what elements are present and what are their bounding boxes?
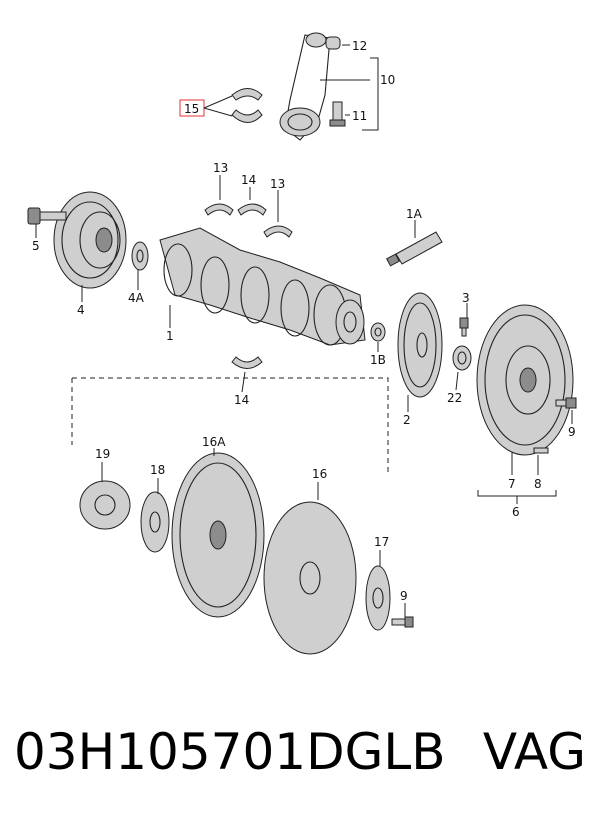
label-7: 7 [508,477,516,491]
main-bearing-shell-lower [231,356,263,369]
label-5: 5 [32,239,40,253]
drive-plate-16 [263,501,357,655]
needle-bearing [370,322,386,342]
label-13-a: 13 [213,161,228,175]
label-3: 3 [462,291,470,305]
label-16A: 16A [202,435,226,449]
flywheel [476,304,574,456]
conrod-bearing-shells [231,88,263,123]
label-6: 6 [512,505,520,519]
main-bearing-shells-upper [204,203,293,238]
label-18: 18 [150,463,165,477]
label-11: 11 [352,109,367,123]
brand-name: VAG [482,723,586,781]
label-2: 2 [403,413,411,427]
label-8: 8 [534,477,542,491]
alternative-parts-bracket [71,377,389,472]
label-22: 22 [447,391,462,405]
damper-washer [131,241,149,271]
drive-plate-2 [397,292,443,398]
label-1: 1 [166,329,174,343]
spacer-plate-17 [365,565,391,631]
vibration-damper [53,191,127,289]
piston-pin [325,36,341,50]
label-14-a: 14 [241,173,256,187]
label-1B: 1B [370,353,386,367]
damper-bolt [27,207,67,225]
spacer-plate-18 [140,491,170,553]
part-number: 03H105701DGLB [14,723,446,781]
label-15: 15 [184,102,199,116]
exploded-parts-diagram: 12 10 11 15 13 14 13 14 1 [27,32,577,655]
label-1A: 1A [406,207,423,221]
flywheel-bolt [555,397,577,409]
connecting-rod [279,32,331,141]
label-19: 19 [95,447,110,461]
label-16: 16 [312,467,327,481]
label-13-b: 13 [270,177,285,191]
label-4: 4 [77,303,85,317]
drive-plate-16A [171,452,265,618]
label-12: 12 [352,39,367,53]
adapter-19 [79,480,131,530]
bolt-3 [459,317,469,337]
crankshaft [159,227,366,346]
label-4A: 4A [128,291,145,305]
rod-bolt [329,101,346,127]
bolt-9-lower [391,616,414,628]
dowel-pin [533,447,549,454]
label-10: 10 [380,73,395,87]
label-14-b: 14 [234,393,249,407]
bearing-22 [452,345,472,371]
sealant-tube [386,231,443,267]
label-17: 17 [374,535,389,549]
label-9-b: 9 [400,589,408,603]
part-caption: 03H105701DGLB VAG [14,712,586,792]
label-9-a: 9 [568,425,576,439]
